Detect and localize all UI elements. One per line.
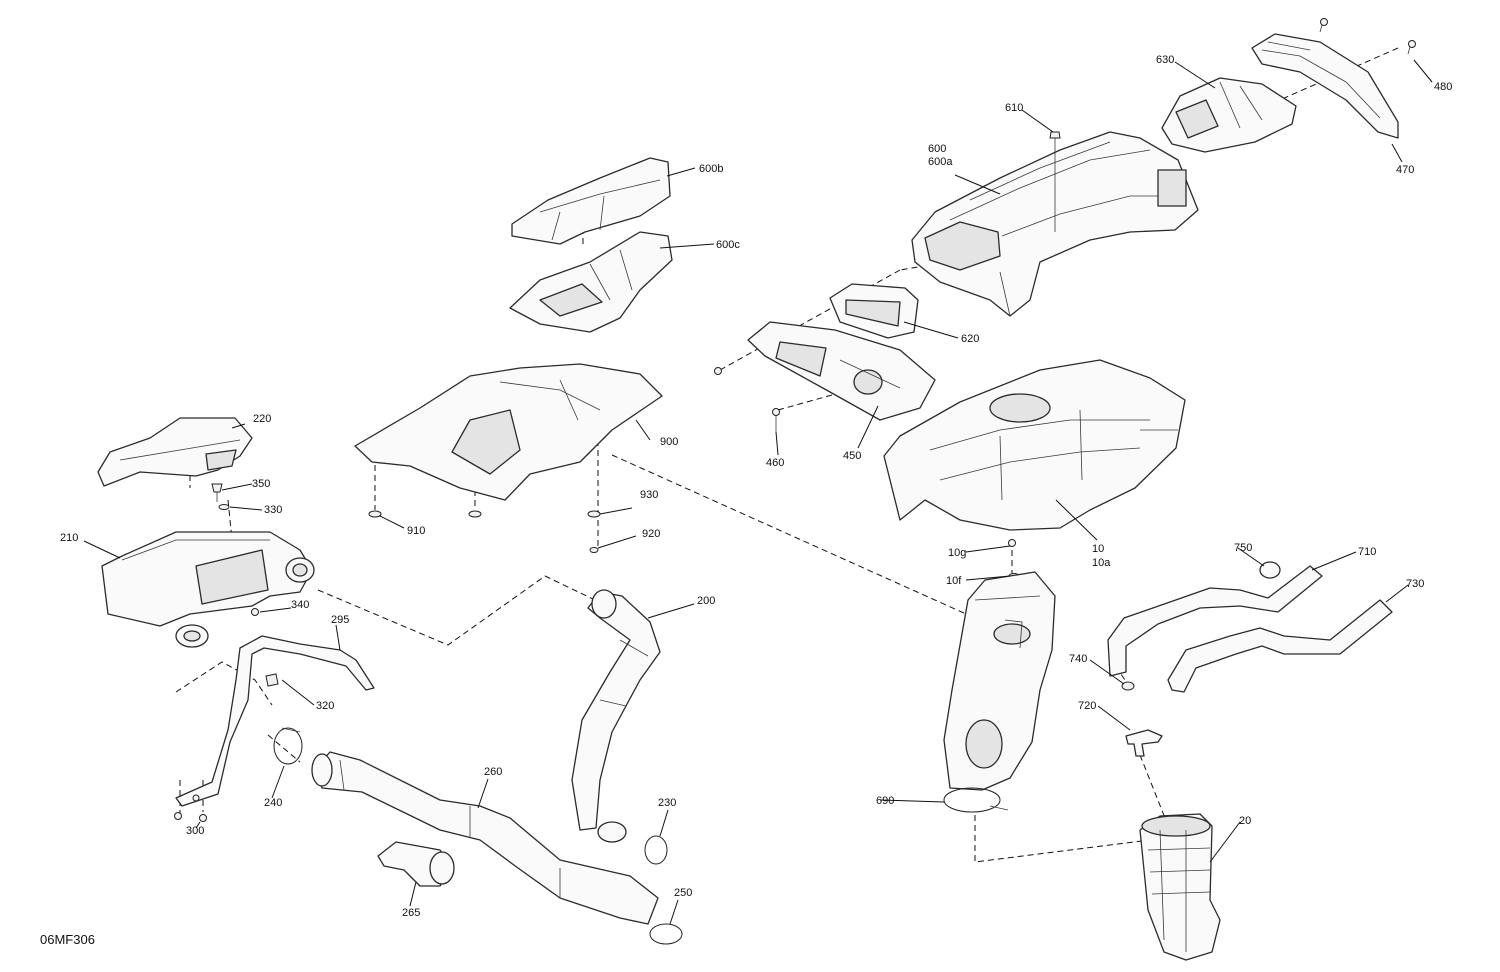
callout-295: 295 [331,614,349,626]
callout-250: 250 [674,887,692,899]
callout-750: 750 [1234,542,1252,554]
callout-10f: 10f [946,575,962,587]
fitting-740 [1121,681,1135,691]
assembly-dashed-lines [175,47,1399,863]
callout-265: 265 [402,907,420,919]
leader-lines [83,59,1433,925]
part-900-heat-shield [354,363,663,501]
callout-260: 260 [484,766,502,778]
callout-920: 920 [642,528,660,540]
screw-460 [772,408,780,432]
part-470-bracket [1251,33,1399,139]
part-600b-top-cover [511,157,671,245]
callout-230: 230 [658,797,676,809]
washer-910-a [368,510,382,518]
fitting-720 [1125,729,1163,757]
callout-600b: 600b [699,163,723,175]
fastener-340 [251,608,259,616]
fastener-300-b [199,814,207,822]
callout-240: 240 [264,797,282,809]
screw-480-b [1407,40,1416,55]
screw-480-a [1319,18,1328,33]
callout-600: 600 [928,143,946,155]
part-20-filter [1139,813,1221,961]
callout-300: 300 [186,825,204,837]
part-housing [943,571,1056,791]
callout-620: 620 [961,333,979,345]
part-630-intake-duct [1161,77,1297,153]
callout-10a: 10a [1092,557,1111,569]
fastener-10g [1008,539,1016,547]
bolt-350 [211,483,223,502]
part-10-lower-airbox [883,359,1186,531]
part-450-intake-panel [747,321,936,421]
callout-20: 20 [1239,815,1251,827]
cap-750 [1259,561,1281,579]
fastener-610 [1049,131,1061,232]
callout-910: 910 [407,525,425,537]
callout-930: 930 [640,489,658,501]
callout-320: 320 [316,700,334,712]
callout-10g: 10g [948,547,966,559]
clamp-250 [649,923,683,945]
figure-id: 06MF306 [40,932,95,947]
callout-600a: 600a [928,156,953,168]
callout-900: 900 [660,436,678,448]
part-295-bracket [175,635,375,807]
callout-720: 720 [1078,700,1096,712]
callout-200: 200 [697,595,715,607]
washer-330 [218,504,230,510]
screw-450-a [714,367,722,375]
callout-210: 210 [60,532,78,544]
clamp-240 [273,727,303,765]
part-260-crossover-pipe [311,751,659,925]
callout-730: 730 [1406,578,1424,590]
callout-740: 740 [1069,653,1087,665]
callout-690: 690 [876,795,894,807]
callout-330: 330 [264,504,282,516]
callout-350: 350 [252,478,270,490]
callout-labels: 480 470 630 610 600 600a 600b 600c 620 4… [60,54,1452,919]
part-730-hose [1167,599,1393,693]
callout-10: 10 [1092,543,1104,555]
fastener-920 [589,547,599,553]
callout-470: 470 [1396,164,1414,176]
washer-930 [587,510,601,518]
part-710-hose [1107,565,1323,677]
clamp-230 [644,835,668,865]
fastener-300-a [174,812,182,820]
clip-320 [265,673,279,687]
part-620-adapter [829,283,919,339]
callout-460: 460 [766,457,784,469]
callout-630: 630 [1156,54,1174,66]
callout-610: 610 [1005,102,1023,114]
part-265-elbow [377,841,455,887]
part-600c-frame [509,231,673,333]
part-210-intercooler [101,531,315,648]
part-200-hose [571,589,661,843]
callout-220: 220 [253,413,271,425]
callout-450: 450 [843,450,861,462]
callout-340: 340 [291,599,309,611]
clamp-690 [943,787,1009,813]
callout-480: 480 [1434,81,1452,93]
part-220-cover [97,417,253,487]
callout-710: 710 [1358,546,1376,558]
washer-910-b [468,510,482,518]
callout-600c: 600c [716,239,740,251]
